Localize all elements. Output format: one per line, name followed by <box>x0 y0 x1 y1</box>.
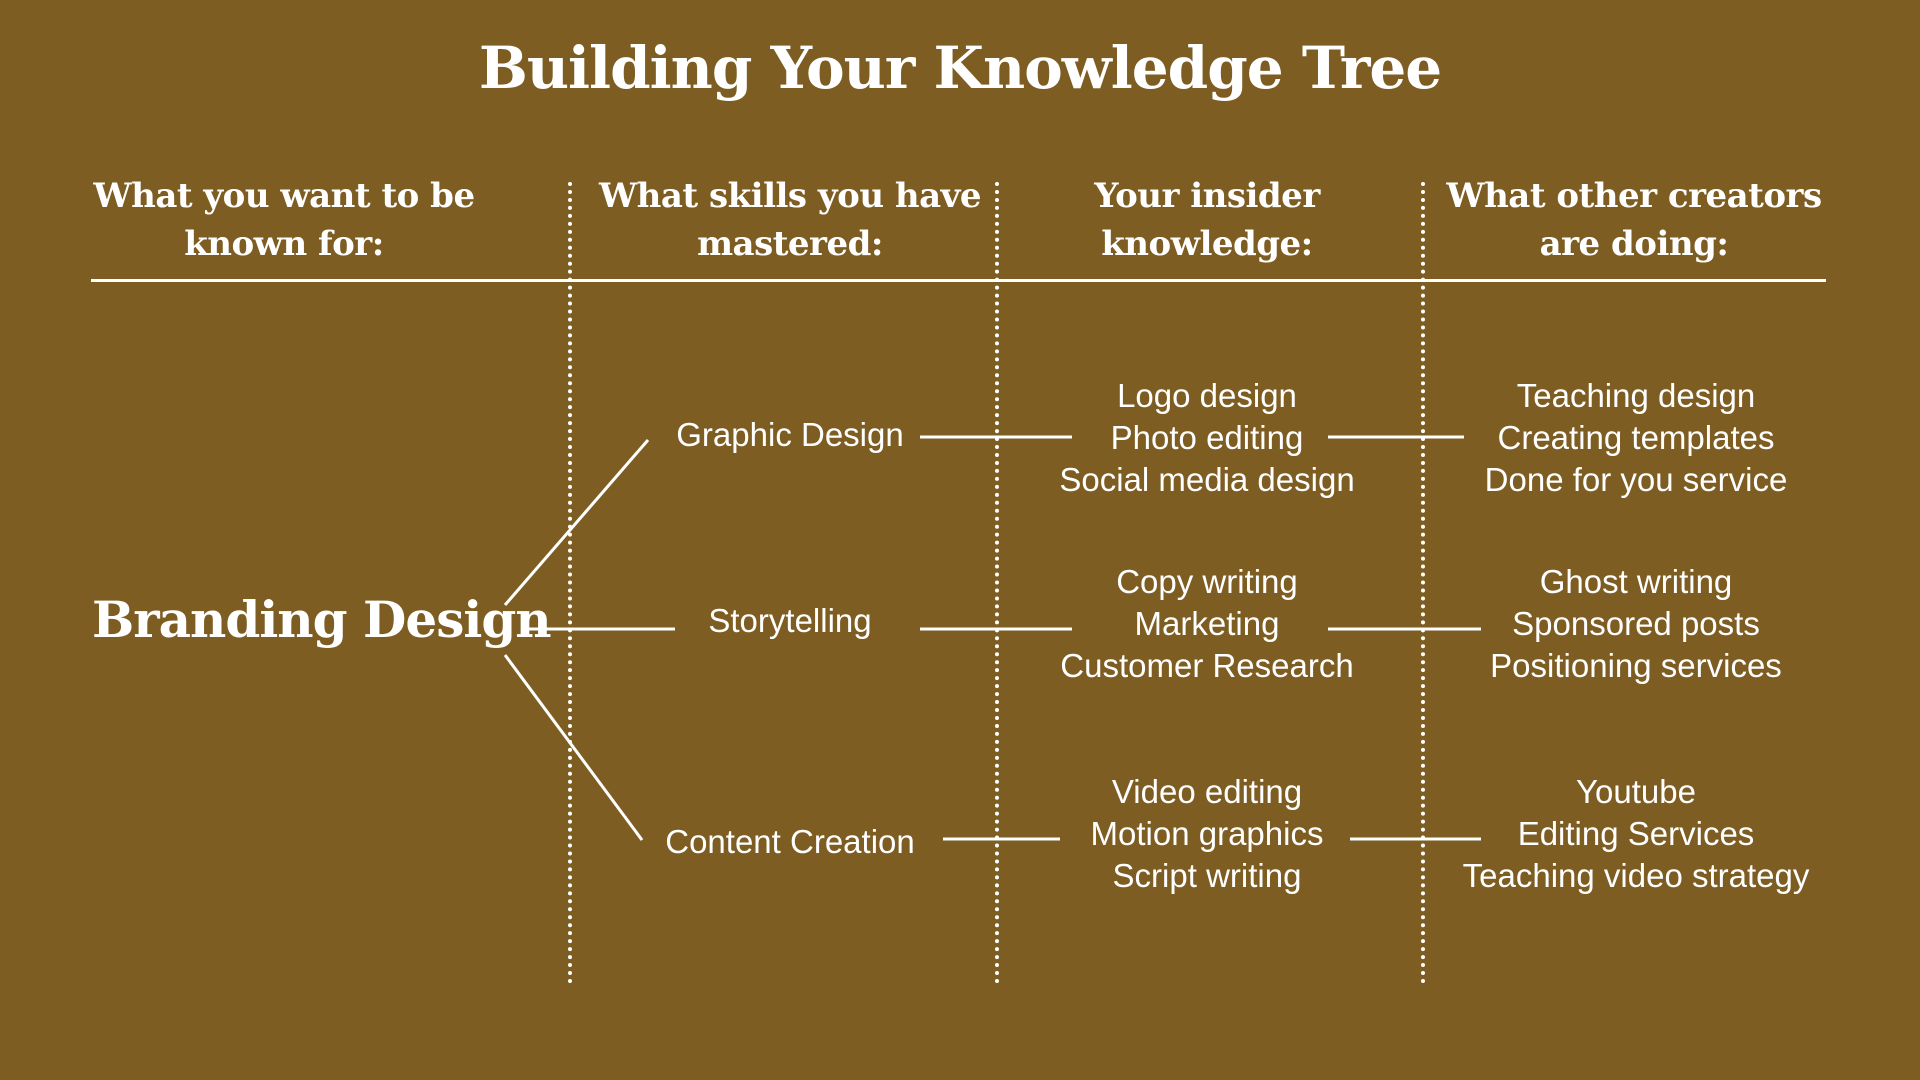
others-item: Ghost writing <box>1539 563 1733 600</box>
insider-group-content-creation: Video editing Motion graphics Script wri… <box>997 771 1417 897</box>
insider-item: Copy writing <box>1116 563 1298 600</box>
skill-node-graphic-design: Graphic Design <box>676 416 904 453</box>
insider-item: Customer Research <box>1060 647 1354 684</box>
page-title: Building Your Knowledge Tree <box>478 34 1442 102</box>
others-item: Done for you service <box>1484 461 1788 498</box>
column-divider-3 <box>1421 182 1425 984</box>
insider-item: Video editing <box>1111 773 1303 810</box>
header-insider-knowledge: Your insider knowledge: <box>1094 176 1320 264</box>
connector-root-graphic-design <box>503 439 650 606</box>
others-item: Positioning services <box>1490 647 1782 684</box>
others-group-content-creation: Youtube Editing Services Teaching video … <box>1426 771 1846 897</box>
others-group-graphic-design: Teaching design Creating templates Done … <box>1426 375 1846 501</box>
others-item: Youtube <box>1576 773 1696 810</box>
column-divider-2 <box>995 182 999 984</box>
others-item: Teaching video strategy <box>1462 857 1810 894</box>
others-item: Sponsored posts <box>1512 605 1760 642</box>
others-item: Editing Services <box>1517 815 1755 852</box>
insider-item: Marketing <box>1134 605 1280 642</box>
column-divider-1 <box>568 182 572 984</box>
others-item: Teaching design <box>1516 377 1756 414</box>
insider-item: Motion graphics <box>1090 815 1324 852</box>
root-node: Branding Design <box>92 590 552 649</box>
header-other-creators: What other creators are doing: <box>1446 176 1822 264</box>
insider-item: Photo editing <box>1110 419 1304 456</box>
connector-root-content-creation <box>503 654 644 841</box>
skill-node-storytelling: Storytelling <box>708 602 872 639</box>
insider-group-graphic-design: Logo design Photo editing Social media d… <box>997 375 1417 501</box>
others-item: Creating templates <box>1497 419 1775 456</box>
header-divider <box>91 279 1826 282</box>
insider-group-storytelling: Copy writing Marketing Customer Research <box>997 561 1417 687</box>
header-known-for: What you want to be known for: <box>93 176 475 264</box>
header-skills-mastered: What skills you have mastered: <box>598 176 982 264</box>
others-group-storytelling: Ghost writing Sponsored posts Positionin… <box>1426 561 1846 687</box>
skill-node-content-creation: Content Creation <box>665 823 915 860</box>
insider-item: Script writing <box>1112 857 1302 894</box>
insider-item: Logo design <box>1117 377 1297 414</box>
insider-item: Social media design <box>1059 461 1355 498</box>
